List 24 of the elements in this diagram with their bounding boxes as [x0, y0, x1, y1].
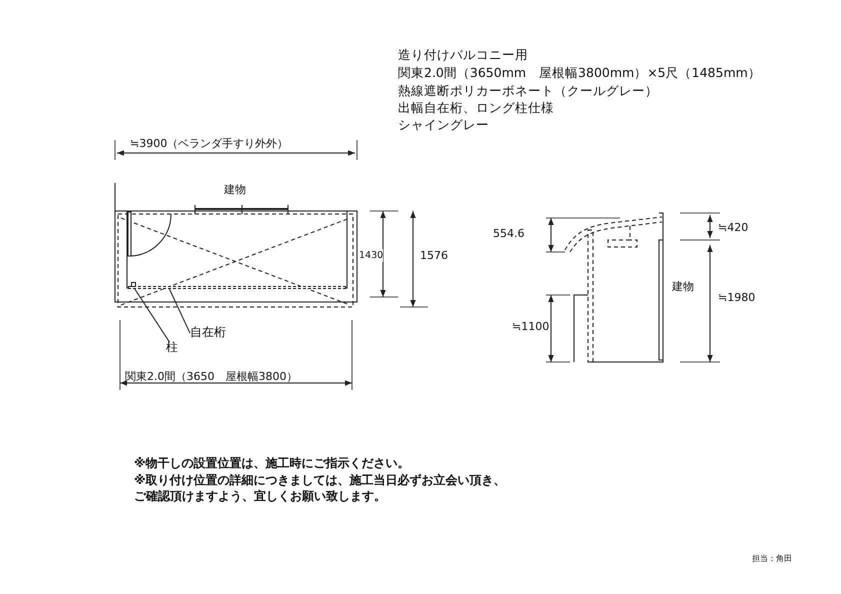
dimension-text: ≒1980: [718, 291, 756, 304]
spec-text: シャイングレー: [398, 117, 489, 132]
leader-label: 柱: [166, 341, 178, 354]
building-label: 建物: [224, 183, 246, 196]
beam-bar: [128, 286, 346, 289]
leader-label: 自在桁: [190, 326, 226, 339]
dimension-text: ≒1100: [512, 320, 550, 333]
leader-line: [168, 288, 190, 334]
spec-text: 出幅自在桁、ロング柱仕様: [398, 100, 554, 115]
dimension-text: 1576: [420, 249, 448, 262]
dimension-text: 関東2.0間（3650 屋根幅3800）: [125, 370, 298, 383]
dimension-text: ≒3900（ベランダ手すり外外）: [130, 137, 288, 150]
building-label: 建物: [672, 280, 694, 293]
staff-text: 担当：角田: [752, 553, 792, 565]
leader-line: [133, 286, 170, 343]
dimension-text: ≒420: [718, 221, 748, 234]
post-square: [131, 282, 136, 287]
note-text: ※物干しの設置位置は、施工時にご指示ください。: [134, 455, 410, 471]
note-text: ※取り付け位置の詳細につきましては、施工当日必ずお立会い頂き、ご確認頂けますよう、宜しくお願い致します。: [134, 472, 507, 504]
spec-text: 関東2.0間（3650mm 屋根幅3800mm）×5尺（1485mm）: [398, 65, 761, 80]
dimension-text: 554.6: [493, 227, 524, 240]
dimension-text: 1430: [359, 249, 384, 262]
spec-text: 造り付けバルコニー用: [398, 47, 528, 62]
spec-text: 熱線遮断ポリカーボネート（クールグレー）: [398, 83, 658, 98]
